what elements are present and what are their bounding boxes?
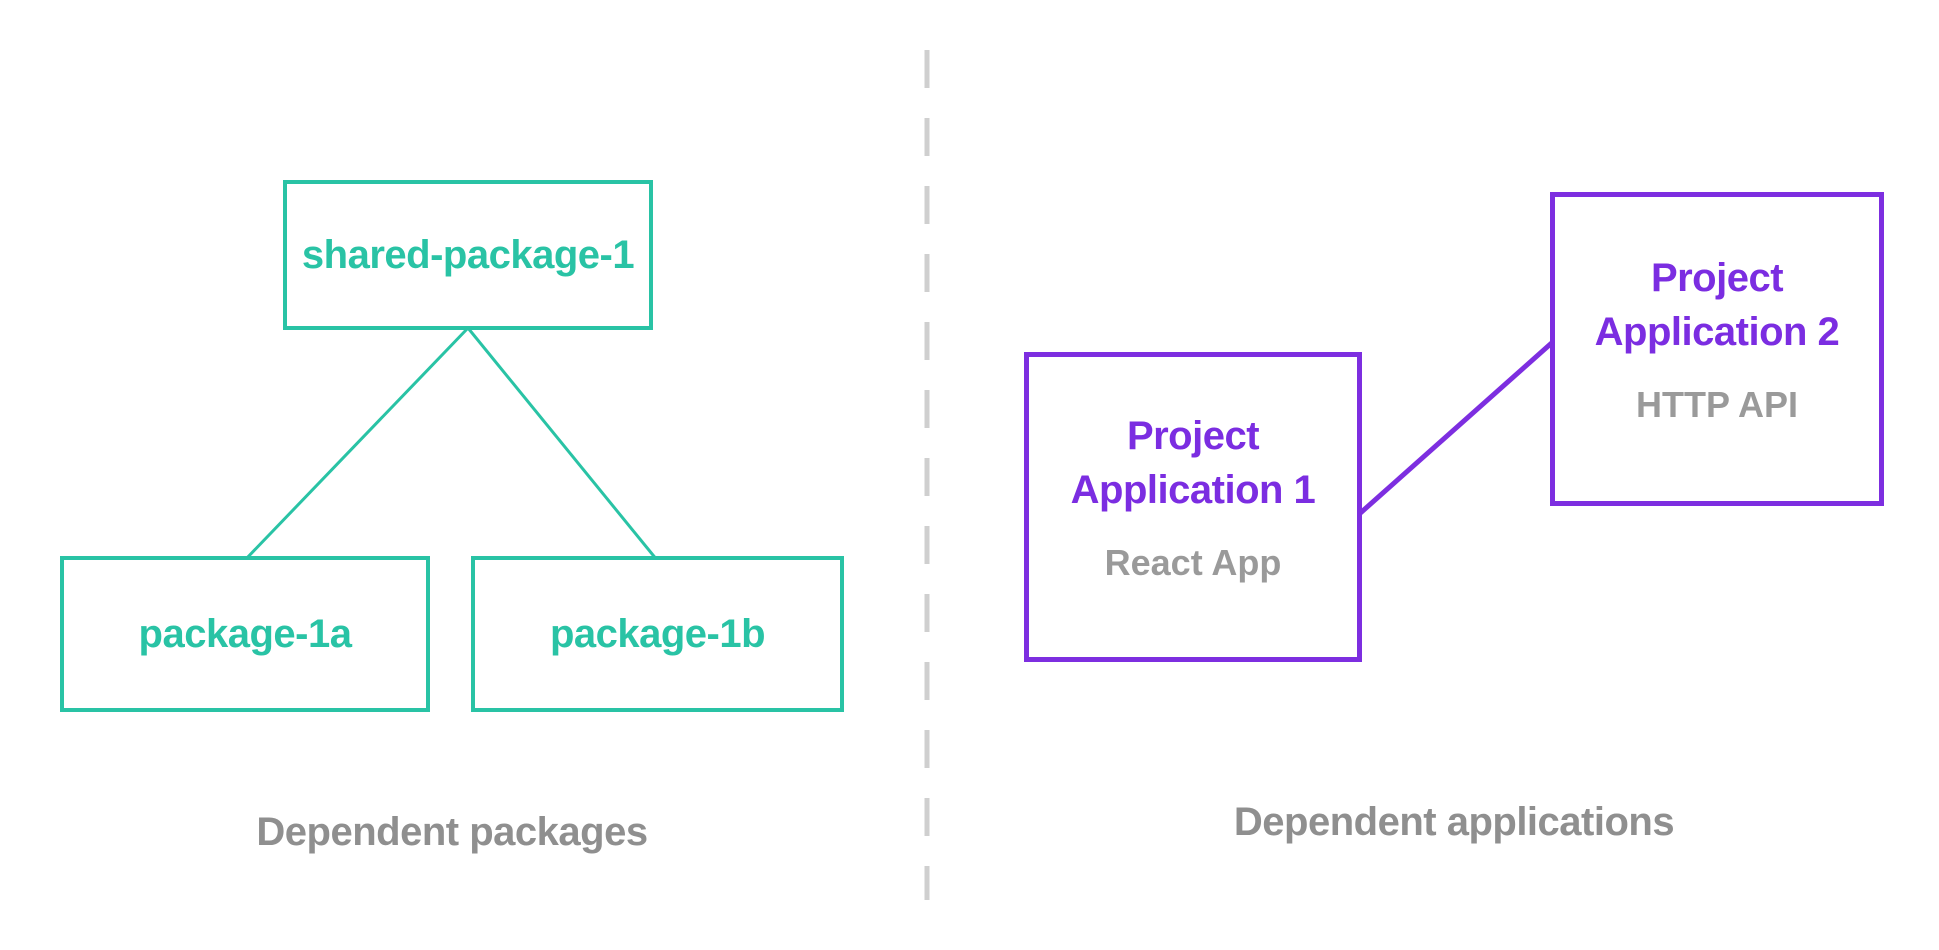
application-title: Project Application 1 (1070, 414, 1316, 512)
node-label: shared-package-1 (301, 232, 635, 277)
node-label: package-1a (138, 611, 352, 656)
application-subtitle: React App (1104, 542, 1282, 583)
node-project-application-1: Project Application 1 React App (1024, 352, 1362, 662)
edge-application-1-to-application-2 (1355, 338, 1557, 518)
application-title: Project Application 2 (1594, 256, 1840, 354)
node-package-1a: package-1a (60, 556, 430, 712)
edge-shared-package-to-package-1a (243, 326, 470, 562)
node-package-1b: package-1b (471, 556, 844, 712)
application-subtitle: HTTP API (1635, 384, 1799, 425)
node-label: package-1b (549, 611, 766, 656)
node-project-application-2: Project Application 2 HTTP API (1550, 192, 1884, 506)
left-section-caption: Dependent packages (256, 810, 648, 854)
application-node-content: Project Application 1 React App (1029, 347, 1357, 647)
application-node-content: Project Application 2 HTTP API (1555, 187, 1879, 491)
node-shared-package-1: shared-package-1 (283, 180, 653, 330)
right-section-caption: Dependent applications (1233, 800, 1675, 844)
edge-shared-package-to-package-1b (466, 327, 659, 561)
